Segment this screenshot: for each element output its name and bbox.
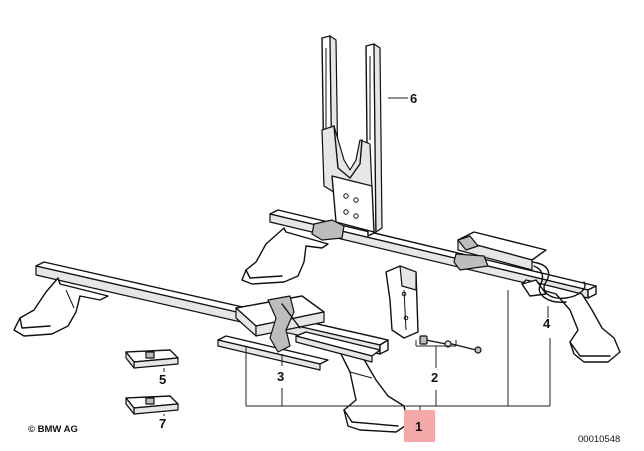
pad-7: [125, 395, 179, 415]
front-right-foot: [297, 335, 409, 433]
part-label-5[interactable]: 5: [159, 372, 166, 387]
mounting-bracket: [385, 265, 419, 339]
pad-5: [125, 349, 179, 369]
part-label-7[interactable]: 7: [159, 416, 166, 431]
bike-upright-holder: [311, 35, 383, 241]
part-label-1[interactable]: 1: [415, 419, 422, 434]
leader-lines: [163, 97, 551, 416]
rear-crossbar: [269, 209, 597, 299]
part-label-4[interactable]: 4: [543, 316, 551, 331]
part-label-2[interactable]: 2: [431, 370, 438, 385]
screws: [419, 335, 482, 354]
copyright-text: © BMW AG: [28, 424, 78, 435]
part-label-3[interactable]: 3: [277, 369, 284, 384]
part-label-6[interactable]: 6: [410, 91, 417, 106]
part-1-highlight: [404, 410, 435, 442]
rear-left-foot: [241, 227, 329, 285]
drawing-number: 00010548: [578, 434, 620, 445]
wheel-holder: [217, 295, 381, 371]
rear-right-foot: [521, 279, 621, 363]
front-left-foot: [13, 277, 109, 337]
lock-unit: [453, 231, 586, 303]
